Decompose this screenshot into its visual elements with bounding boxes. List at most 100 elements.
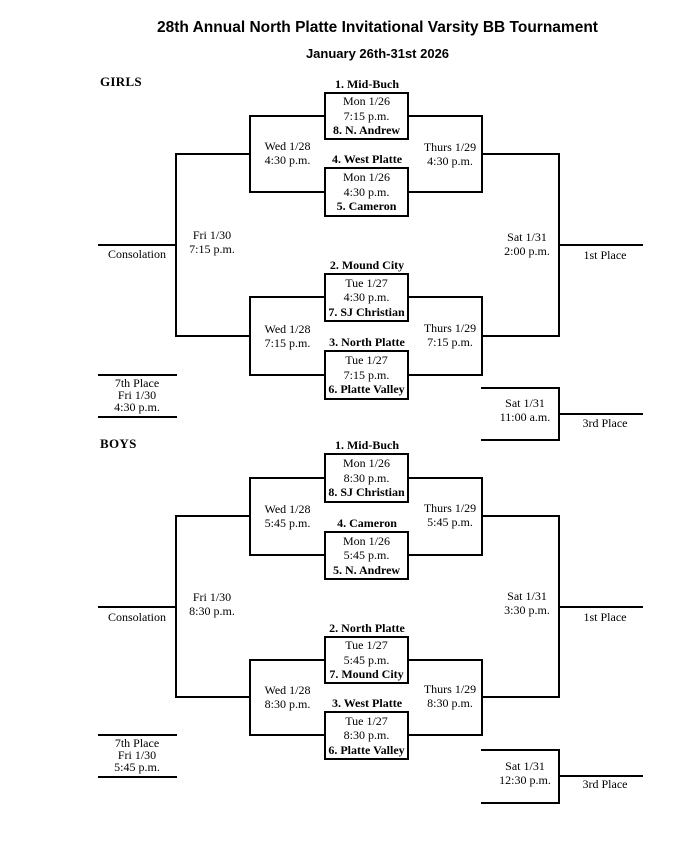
bracket-line [409, 296, 483, 298]
bracket-line [249, 115, 324, 117]
girls-consolation-final-label: Fri 1/30 7:15 p.m. [183, 228, 241, 256]
game-time: 8:30 p.m. [343, 470, 390, 485]
boys-game3-top-seed: 2. North Platte [329, 621, 405, 635]
boys-game3-bottom-seed: 7. Mound City [329, 666, 404, 681]
bracket-line [249, 659, 324, 661]
game-time: 3:30 p.m. [504, 603, 550, 617]
bracket-line [409, 734, 483, 736]
girls-game4-bottom-seed: 6. Platte Valley [328, 382, 405, 397]
girls-semifinal1-label: Thurs 1/29 4:30 p.m. [411, 140, 489, 168]
boys-seventh-place-label: 7th Place Fri 1/30 5:45 p.m. [98, 737, 176, 773]
bracket-line [481, 387, 560, 389]
girls-third-place-game-label: Sat 1/31 11:00 a.m. [494, 396, 556, 424]
game-date: Thurs 1/29 [423, 321, 477, 335]
game-date: Sat 1/31 [507, 589, 547, 603]
game-date: Fri 1/30 [117, 748, 157, 762]
girls-game2-top-seed: 4. West Platte [331, 152, 403, 166]
boys-consolation-final-label: Fri 1/30 8:30 p.m. [183, 590, 241, 618]
bracket-line [98, 734, 177, 736]
girls-championship-label: Sat 1/31 2:00 p.m. [498, 230, 556, 258]
girls-first-place-label: 1st Place [583, 248, 627, 262]
bracket-line [98, 244, 177, 246]
game-date: Mon 1/26 [342, 455, 390, 470]
boys-game2-box: Mon 1/26 5:45 p.m. 5. N. Andrew [324, 531, 409, 580]
boys-consolation-semi2-label: Wed 1/28 8:30 p.m. [251, 683, 324, 711]
game-time: 8:30 p.m. [427, 696, 473, 710]
game-time: 7:15 p.m. [189, 242, 235, 256]
game-time: 4:30 p.m. [114, 400, 160, 414]
bracket-line [98, 416, 177, 418]
boys-game1-box: Mon 1/26 8:30 p.m. 8. SJ Christian [324, 453, 409, 503]
girls-game1-top-seed: 1. Mid-Buch [334, 77, 399, 91]
game-time: 7:15 p.m. [264, 336, 311, 350]
bracket-line [98, 374, 177, 376]
game-time: 4:30 p.m. [343, 290, 390, 304]
girls-game4-box: Tue 1/27 7:15 p.m. 6. Platte Valley [324, 350, 409, 400]
boys-game2-bottom-seed: 5. N. Andrew [332, 562, 401, 577]
game-time: 2:00 p.m. [504, 244, 550, 258]
game-date: Fri 1/30 [117, 388, 157, 402]
bracket-line [558, 244, 643, 246]
game-time: 5:45 p.m. [427, 515, 473, 529]
game-time: 7:15 p.m. [343, 108, 390, 123]
game-time: 7:15 p.m. [427, 335, 473, 349]
game-time: 12:30 p.m. [499, 773, 551, 787]
game-date: Thurs 1/29 [423, 140, 477, 154]
girls-seventh-place-label: 7th Place Fri 1/30 4:30 p.m. [98, 377, 176, 413]
girls-game3-bottom-seed: 7. SJ Christian [328, 304, 405, 319]
bracket-line [175, 335, 251, 337]
placement-label: 7th Place [114, 376, 160, 390]
boys-game4-top-seed: 3. West Platte [331, 696, 403, 710]
girls-consolation-semi1-label: Wed 1/28 4:30 p.m. [251, 139, 324, 167]
game-time: 8:30 p.m. [264, 697, 311, 711]
boys-first-place-label: 1st Place [583, 610, 627, 624]
bracket-line [249, 477, 324, 479]
girls-section-label: GIRLS [100, 74, 142, 89]
girls-game1-bottom-seed: 8. N. Andrew [332, 122, 401, 137]
game-time: 11:00 a.m. [499, 410, 551, 424]
game-date: Tue 1/27 [345, 713, 388, 728]
boys-game1-bottom-seed: 8. SJ Christian [328, 485, 405, 500]
boys-third-place-game-label: Sat 1/31 12:30 p.m. [494, 759, 556, 787]
game-time: 4:30 p.m. [343, 184, 390, 199]
boys-game4-box: Tue 1/27 8:30 p.m. 6. Platte Valley [324, 711, 409, 760]
boys-semifinal1-label: Thurs 1/29 5:45 p.m. [411, 501, 489, 529]
game-time: 5:45 p.m. [343, 652, 390, 667]
girls-consolation-semi2-label: Wed 1/28 7:15 p.m. [251, 322, 324, 350]
game-time: 7:15 p.m. [343, 367, 390, 382]
girls-game3-box: Tue 1/27 4:30 p.m. 7. SJ Christian [324, 273, 409, 322]
game-date: Sat 1/31 [505, 396, 545, 410]
bracket-line [409, 554, 483, 556]
boys-third-place-label: 3rd Place [582, 777, 628, 791]
bracket-line [481, 153, 560, 155]
girls-game2-bottom-seed: 5. Cameron [336, 199, 397, 214]
girls-game1-box: Mon 1/26 7:15 p.m. 8. N. Andrew [324, 92, 409, 140]
game-date: Mon 1/26 [342, 533, 390, 548]
girls-third-place-label: 3rd Place [582, 416, 628, 430]
game-date: Wed 1/28 [264, 322, 311, 336]
bracket-line [481, 335, 560, 337]
bracket-line [481, 439, 560, 441]
bracket-line [481, 696, 560, 698]
bracket-line [409, 374, 483, 376]
bracket-line [175, 696, 251, 698]
game-date: Thurs 1/29 [423, 682, 477, 696]
bracket-line [249, 374, 324, 376]
boys-semifinal2-label: Thurs 1/29 8:30 p.m. [411, 682, 489, 710]
game-date: Thurs 1/29 [423, 501, 477, 515]
bracket-line [409, 115, 483, 117]
boys-championship-label: Sat 1/31 3:30 p.m. [498, 589, 556, 617]
girls-game3-top-seed: 2. Mound City [329, 258, 405, 272]
bracket-line [175, 515, 251, 517]
game-time: 4:30 p.m. [264, 153, 311, 167]
game-date: Fri 1/30 [192, 590, 232, 604]
boys-game2-top-seed: 4. Cameron [337, 516, 397, 530]
game-time: 8:30 p.m. [189, 604, 235, 618]
bracket-line [249, 554, 324, 556]
bracket-line [558, 606, 643, 608]
bracket-line [98, 776, 177, 778]
boys-consolation-result-label: Consolation [107, 610, 166, 624]
boys-section-label: BOYS [100, 436, 137, 451]
game-time: 5:45 p.m. [343, 548, 390, 562]
tournament-dates: January 26th-31st 2026 [305, 46, 450, 61]
